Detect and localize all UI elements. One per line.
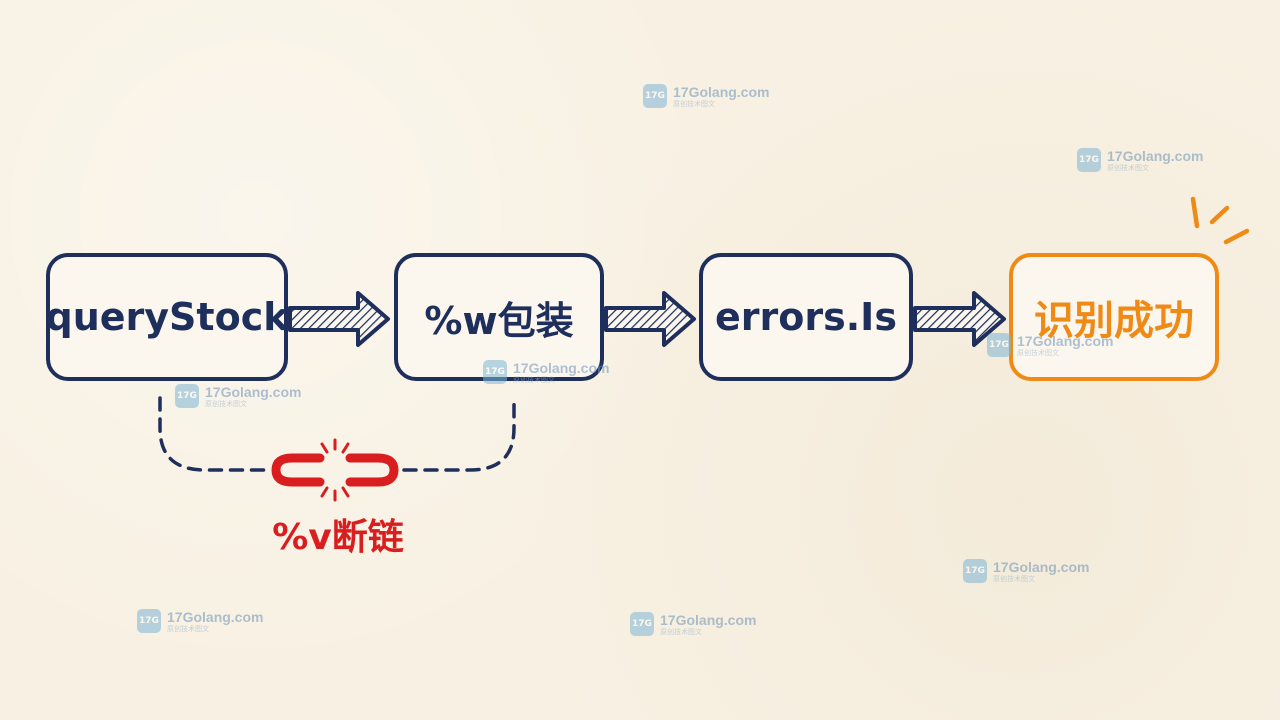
watermark-logo-icon: 17G [643, 84, 667, 108]
watermark-site: 17Golang.com [1017, 332, 1114, 349]
watermark-tagline: 原创技术图文 [673, 99, 715, 108]
node-label: %w包装 [424, 298, 574, 343]
success-sparkle-icon [1190, 196, 1250, 245]
watermark-logo-icon: 17G [630, 612, 654, 636]
watermark-logo-icon: 17G [1077, 148, 1101, 172]
watermark-tagline: 原创技术图文 [167, 624, 209, 633]
node-label: 识别成功 [1034, 298, 1194, 344]
arrow-wrap-to-errors-is [604, 291, 696, 347]
watermark-site: 17Golang.com [167, 608, 264, 625]
node-label: errors.Is [715, 295, 897, 339]
watermark-tagline: 原创技术图文 [1017, 348, 1059, 357]
watermark-logo-icon: 17G [137, 609, 161, 633]
broken-link-label: %v断链 [272, 517, 404, 558]
watermark-site: 17Golang.com [513, 359, 610, 376]
node-errors-is: errors.Is [699, 253, 919, 391]
watermark-tagline: 原创技术图文 [205, 399, 247, 408]
arrow-errors-is-to-success [913, 291, 1006, 347]
watermark-site: 17Golang.com [1107, 147, 1204, 164]
watermark-logo-icon: 17G [963, 559, 987, 583]
watermark-tagline: 原创技术图文 [513, 375, 555, 384]
node-query-stock: queryStock [45, 253, 294, 391]
watermark-logo-icon: 17G [483, 360, 507, 384]
node-w-wrap: %w包装 [394, 253, 610, 391]
watermark-site: 17Golang.com [205, 383, 302, 400]
watermark-site: 17Golang.com [673, 83, 770, 100]
watermark-logo-icon: 17G [175, 384, 199, 408]
node-success: 识别成功 [1009, 253, 1225, 391]
watermark-logo-icon: 17G [987, 333, 1011, 357]
watermark-site: 17Golang.com [660, 611, 757, 628]
broken-link-icon [271, 438, 399, 502]
dashed-bypass-path [158, 396, 516, 472]
arrow-query-to-wrap [288, 291, 390, 347]
watermark-site: 17Golang.com [993, 558, 1090, 575]
node-label: queryStock [45, 295, 289, 339]
watermark-tagline: 原创技术图文 [660, 627, 702, 636]
watermark-tagline: 原创技术图文 [1107, 163, 1149, 172]
watermark-tagline: 原创技术图文 [993, 574, 1035, 583]
